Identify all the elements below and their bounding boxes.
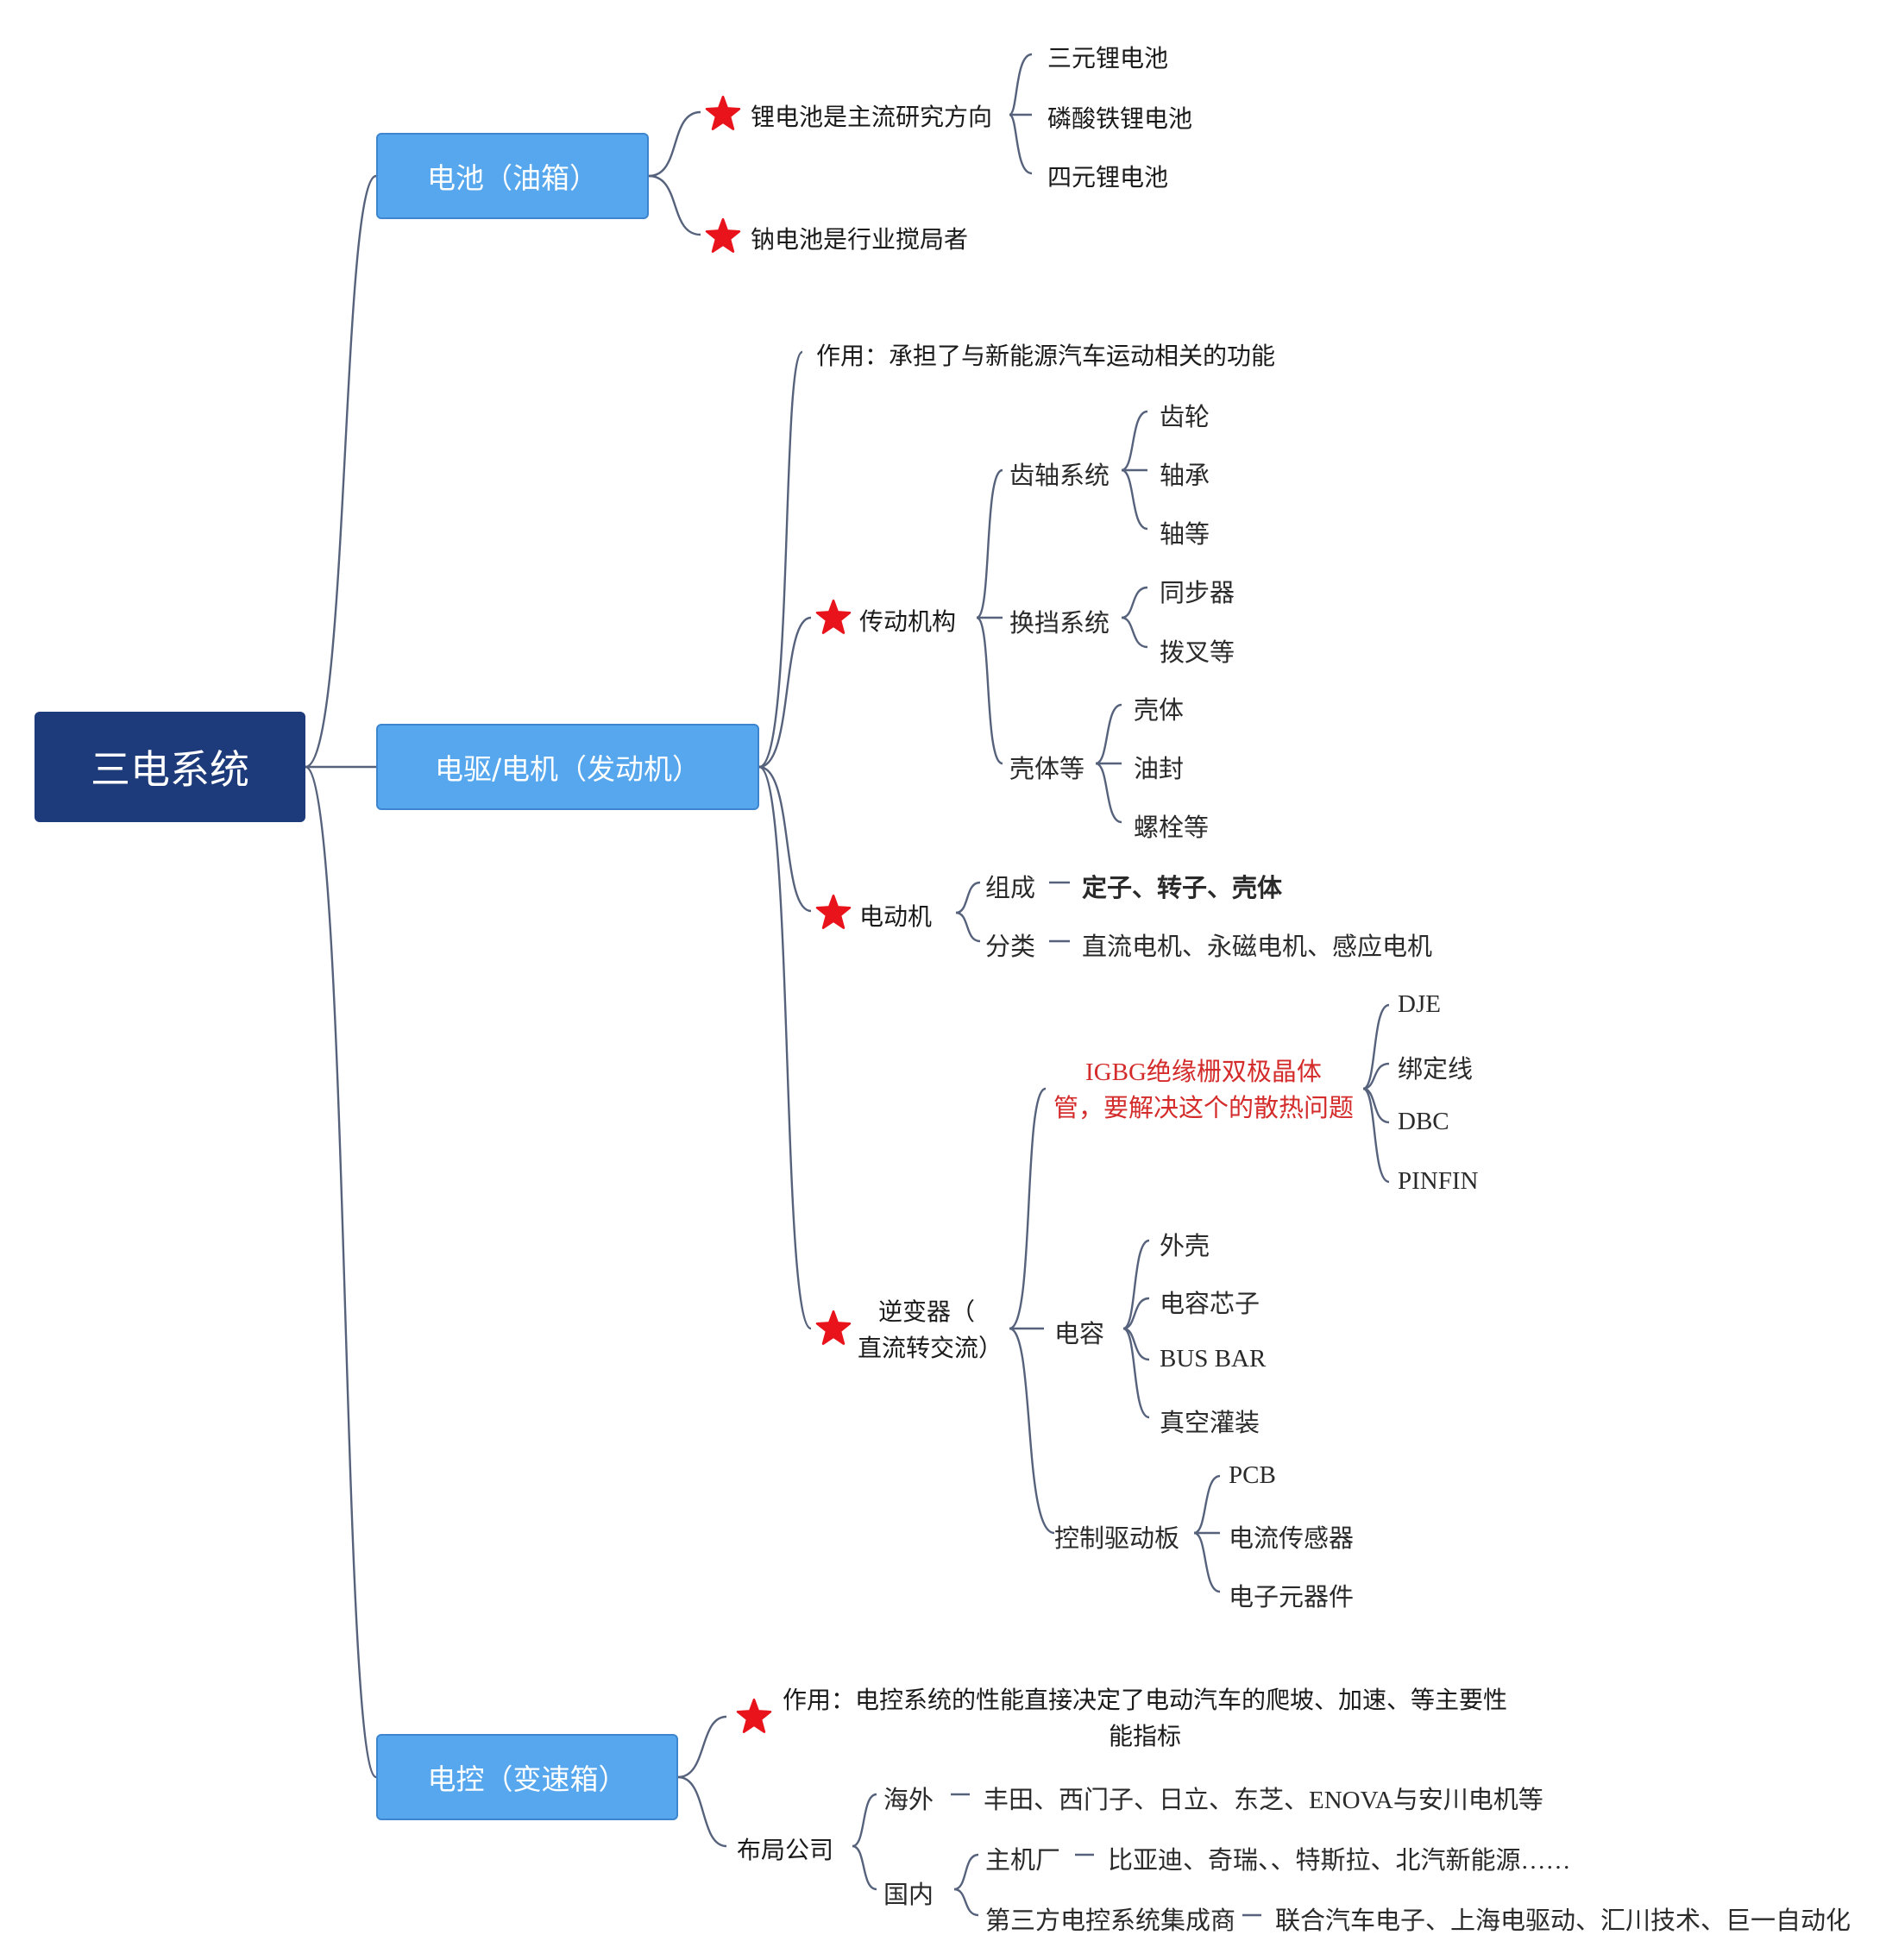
motor-classification-label[interactable]: 分类	[985, 933, 1036, 961]
capacitor-child-busbar[interactable]: BUS BAR	[1160, 1345, 1267, 1373]
shift-system-node[interactable]: 换挡系统	[1009, 610, 1110, 638]
root-node[interactable]: 三电系统	[35, 712, 305, 822]
star-icon	[705, 217, 741, 253]
igbt-node[interactable]: IGBG绝缘栅双极晶体 管，要解决这个的散热问题	[1047, 1054, 1360, 1127]
igbt-child-pinfin[interactable]: PINFIN	[1398, 1167, 1479, 1195]
capacitor-child-potting[interactable]: 真空灌装	[1160, 1410, 1260, 1437]
gear-child-gear[interactable]: 齿轮	[1160, 404, 1210, 431]
board-child-current-sensor[interactable]: 电流传感器	[1229, 1525, 1355, 1553]
motor-classification-value[interactable]: 直流电机、永磁电机、感应电机	[1082, 933, 1433, 961]
domestic-label[interactable]: 国内	[883, 1881, 934, 1909]
control-role-line2: 能指标	[1108, 1722, 1181, 1750]
third-party-value[interactable]: 联合汽车电子、上海电驱动、汇川技术、巨一自动化	[1275, 1907, 1851, 1935]
gear-child-bearing[interactable]: 轴承	[1160, 462, 1210, 490]
lithium-battery-node[interactable]: 锂电池是主流研究方向	[751, 103, 993, 131]
motor-node[interactable]: 电动机	[859, 902, 933, 931]
star-icon	[705, 95, 741, 130]
inverter-label-line2: 直流转交流）	[858, 1334, 1003, 1362]
drive-role-node[interactable]: 作用：承担了与新能源汽车运动相关的功能	[816, 342, 1276, 370]
board-child-pcb[interactable]: PCB	[1229, 1461, 1276, 1489]
housing-child-shell[interactable]: 壳体	[1134, 697, 1185, 725]
third-party-label[interactable]: 第三方电控系统集成商	[985, 1907, 1236, 1935]
control-board-node[interactable]: 控制驱动板	[1054, 1525, 1180, 1553]
lithium-child-lfp[interactable]: 磷酸铁锂电池	[1047, 104, 1193, 133]
housing-child-seal[interactable]: 油封	[1134, 756, 1185, 783]
igbt-line1: IGBG绝缘栅双极晶体	[1085, 1059, 1322, 1086]
layout-companies-node[interactable]: 布局公司	[737, 1836, 834, 1864]
lithium-child-quaternary[interactable]: 四元锂电池	[1047, 163, 1169, 192]
capacitor-node[interactable]: 电容	[1054, 1321, 1105, 1348]
overseas-label[interactable]: 海外	[883, 1787, 934, 1814]
branch-battery[interactable]: 电池（油箱）	[376, 133, 649, 219]
board-child-components[interactable]: 电子元器件	[1229, 1584, 1355, 1611]
star-icon	[815, 1310, 852, 1345]
shift-child-synchronizer[interactable]: 同步器	[1160, 580, 1235, 607]
shift-child-fork[interactable]: 拨叉等	[1160, 639, 1235, 667]
igbt-child-dbc[interactable]: DBC	[1398, 1108, 1449, 1135]
housing-node[interactable]: 壳体等	[1009, 756, 1085, 783]
igbt-line2: 管，要解决这个的散热问题	[1053, 1095, 1354, 1122]
inverter-node[interactable]: 逆变器（ 直流转交流）	[858, 1294, 1003, 1366]
motor-composition-value[interactable]: 定子、转子、壳体	[1082, 875, 1283, 902]
control-role-line1: 作用：电控系统的性能直接决定了电动汽车的爬坡、加速、等主要性	[782, 1686, 1507, 1714]
housing-child-bolt[interactable]: 螺栓等	[1134, 814, 1210, 842]
gear-system-node[interactable]: 齿轴系统	[1009, 462, 1110, 490]
branch-electric-drive[interactable]: 电驱/电机（发动机）	[376, 724, 759, 810]
igbt-child-dje[interactable]: DJE	[1398, 990, 1441, 1018]
sodium-battery-node[interactable]: 钠电池是行业搅局者	[751, 225, 969, 254]
motor-composition-label[interactable]: 组成	[985, 875, 1036, 902]
transmission-node[interactable]: 传动机构	[859, 607, 957, 636]
star-icon	[736, 1698, 772, 1733]
star-icon	[815, 599, 852, 634]
star-icon	[815, 894, 852, 929]
oem-label[interactable]: 主机厂	[985, 1847, 1061, 1875]
inverter-label-line1: 逆变器（	[877, 1297, 975, 1326]
capacitor-child-casing[interactable]: 外壳	[1160, 1233, 1210, 1260]
overseas-value[interactable]: 丰田、西门子、日立、东芝、ENOVA与安川电机等	[984, 1787, 1543, 1814]
gear-child-shaft[interactable]: 轴等	[1160, 521, 1210, 549]
oem-value[interactable]: 比亚迪、奇瑞、、特斯拉、北汽新能源……	[1108, 1847, 1571, 1875]
branch-electric-control[interactable]: 电控（变速箱）	[376, 1734, 678, 1820]
capacitor-child-core[interactable]: 电容芯子	[1160, 1291, 1260, 1318]
lithium-child-ternary[interactable]: 三元锂电池	[1047, 44, 1169, 72]
igbt-child-bond-wire[interactable]: 绑定线	[1398, 1056, 1474, 1084]
control-role-node[interactable]: 作用：电控系统的性能直接决定了电动汽车的爬坡、加速、等主要性 能指标	[778, 1682, 1512, 1755]
